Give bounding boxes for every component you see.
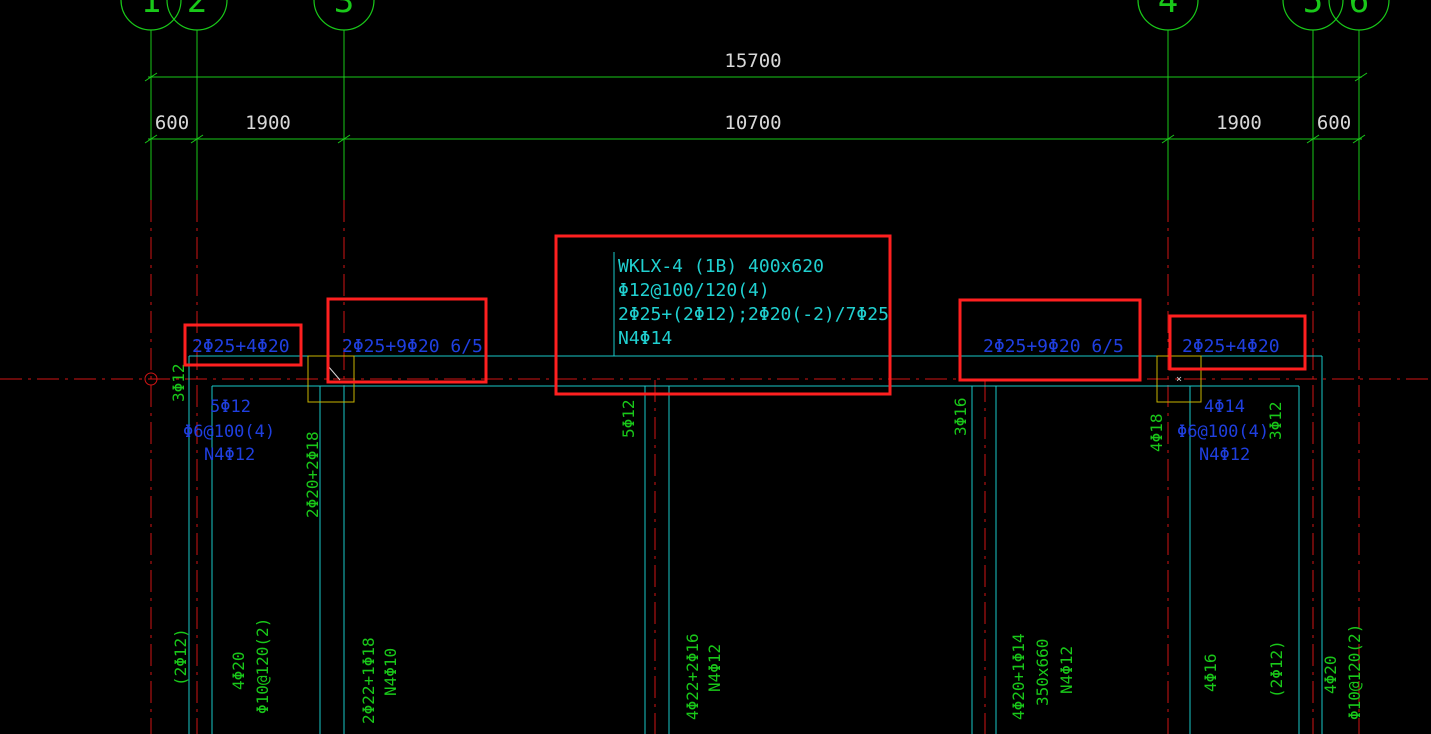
vlabel-5: 4Φ18: [1147, 413, 1166, 452]
vertical-labels: 3Φ12 2Φ20+2Φ18 5Φ12 3Φ16 4Φ18 3Φ12 (2Φ12…: [169, 363, 1364, 724]
dimension-seg-4: 1900: [1216, 112, 1262, 134]
dimension-seg-2: 1900: [245, 112, 291, 134]
beam-label-line-2: Φ12@100/120(4): [618, 280, 770, 301]
left-cantilever-labels: 5Φ12 Φ6@100(4) N4Φ12: [183, 397, 275, 465]
vlabel-12: 4Φ16: [1201, 653, 1220, 692]
left-cantilever-stirrup: Φ6@100(4): [183, 422, 275, 442]
left-cantilever-side: N4Φ12: [204, 445, 255, 465]
highlight-box-right-support[interactable]: [958, 298, 1142, 382]
grid-lines-upper: [150, 30, 1360, 200]
vlabel-11c: N4Φ12: [1057, 646, 1076, 694]
top-rebar-left-end[interactable]: 2Φ25+4Φ20: [192, 336, 290, 357]
beam-label-line-3: 2Φ25+(2Φ12);2Φ20(-2)/7Φ25: [618, 304, 889, 325]
vlabel-10b: N4Φ12: [705, 644, 724, 692]
top-rebar-right-support[interactable]: 2Φ25+9Φ20 6/5: [983, 336, 1124, 357]
vlabel-10a: 4Φ22+2Φ16: [683, 633, 702, 720]
grid-label-1: 1: [141, 0, 161, 21]
vlabel-13: (2Φ12): [1267, 640, 1286, 698]
vlabel-3: 5Φ12: [619, 399, 638, 438]
highlight-box-beam-label[interactable]: [554, 234, 892, 396]
vlabel-14b: Φ10@120(2): [1345, 624, 1364, 720]
grid-label-4: 4: [1158, 0, 1178, 21]
vlabel-9b: N4Φ10: [381, 648, 400, 696]
vlabel-2: 2Φ20+2Φ18: [303, 431, 322, 518]
top-rebar-left-support[interactable]: 2Φ25+9Φ20 6/5: [342, 336, 483, 357]
vlabel-4: 3Φ16: [951, 397, 970, 436]
highlight-box-left-support[interactable]: [326, 297, 488, 384]
beam-label-line-1: WKLX-4 (1B) 400x620: [618, 256, 824, 277]
right-cantilever-labels: 4Φ14 Φ6@100(4) N4Φ12: [1177, 397, 1269, 465]
vlabel-6: 3Φ12: [1266, 401, 1285, 440]
column-left[interactable]: [307, 355, 355, 403]
vlabel-8b: Φ10@120(2): [253, 618, 272, 714]
dimension-seg-1: 600: [155, 112, 189, 134]
vlabel-8a: 4Φ20: [229, 651, 248, 690]
beam-label[interactable]: WKLX-4 (1B) 400x620 Φ12@100/120(4) 2Φ25+…: [618, 256, 889, 349]
left-cantilever-bottom: 5Φ12: [210, 397, 251, 417]
dimension-texts: 15700 600 1900 10700 1900 600: [155, 50, 1351, 134]
dimension-lines: [144, 72, 1368, 144]
grid-label-2: 2: [187, 0, 207, 21]
vlabel-11a: 4Φ20+1Φ14: [1009, 633, 1028, 720]
grid-label-5: 5: [1303, 0, 1323, 21]
axis-lines: [0, 200, 1431, 734]
columns: [307, 355, 1202, 403]
vlabel-14a: 4Φ20: [1321, 655, 1340, 694]
highlight-boxes: [183, 234, 1307, 396]
highlight-box-right-end[interactable]: [1168, 314, 1307, 371]
vlabel-9a: 2Φ22+1Φ18: [359, 637, 378, 724]
top-rebar-right-end[interactable]: 2Φ25+4Φ20: [1182, 336, 1280, 357]
dimension-seg-5: 600: [1317, 112, 1351, 134]
cross-marker-icon: ×: [1176, 374, 1182, 385]
vlabel-1: 3Φ12: [169, 363, 188, 402]
vlabel-11b: 350x660: [1033, 639, 1052, 706]
beam-label-line-4: N4Φ14: [618, 328, 672, 349]
vlabel-7: (2Φ12): [171, 628, 190, 686]
origin-marker-icon: [144, 372, 158, 386]
column-cross-mark: [327, 365, 341, 381]
column-right[interactable]: [1156, 355, 1202, 403]
grid-label-3: 3: [334, 0, 354, 21]
right-cantilever-bottom: 4Φ14: [1204, 397, 1245, 417]
beam-outline: [188, 355, 1323, 734]
dimension-seg-3: 10700: [724, 112, 781, 134]
grid-bubble-labels: 1 2 3 4 5 6: [141, 0, 1369, 21]
top-rebar-labels: 2Φ25+4Φ20 2Φ25+9Φ20 6/5 2Φ25+9Φ20 6/5 2Φ…: [192, 336, 1280, 357]
grid-label-6: 6: [1349, 0, 1369, 21]
highlight-box-left-end[interactable]: [183, 323, 303, 367]
right-cantilever-side: N4Φ12: [1199, 445, 1250, 465]
right-cantilever-stirrup: Φ6@100(4): [1177, 422, 1269, 442]
dimension-overall: 15700: [724, 50, 781, 72]
